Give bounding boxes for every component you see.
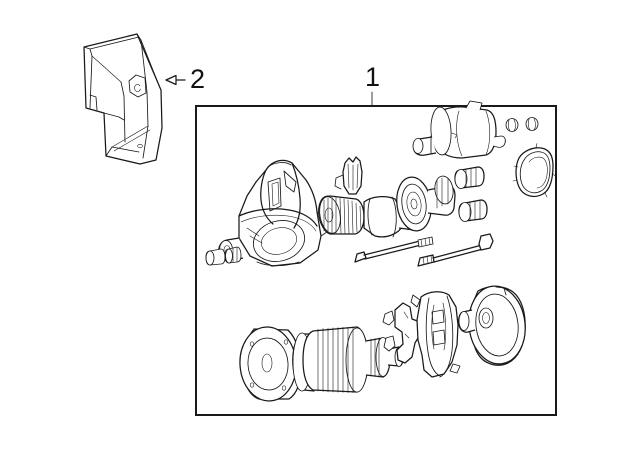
terminal-nut-2 [525,117,539,131]
heat-shield-cover [83,33,163,165]
commutator-end-cover [458,285,526,366]
bushing-1 [205,248,226,266]
starter-drive-assembly [318,156,488,238]
armature [292,326,404,393]
collar-a [454,166,485,189]
through-bolt-long [354,236,434,263]
overrunning-clutch [396,176,432,232]
terminal-nut-1 [505,118,519,132]
bushing-2 [224,246,242,264]
callout-label-1: 1 [365,62,381,92]
bushing-spacers [205,246,242,266]
through-bolt-short [417,233,494,267]
solenoid-end-cap [512,143,557,198]
starter-assembly-boundary [195,105,557,416]
callout-label-2: 2 [190,64,206,94]
starter-drive-pinion-gear [318,195,365,235]
collar-b [458,199,488,222]
magnetic-switch-solenoid [412,100,506,159]
shift-lever-fork [334,156,363,195]
terminal-nuts [505,117,539,132]
brush-holder-assembly [410,291,461,378]
callout-2-leader [165,74,186,86]
brush-springs [382,302,422,364]
field-frame-yoke [239,326,302,402]
